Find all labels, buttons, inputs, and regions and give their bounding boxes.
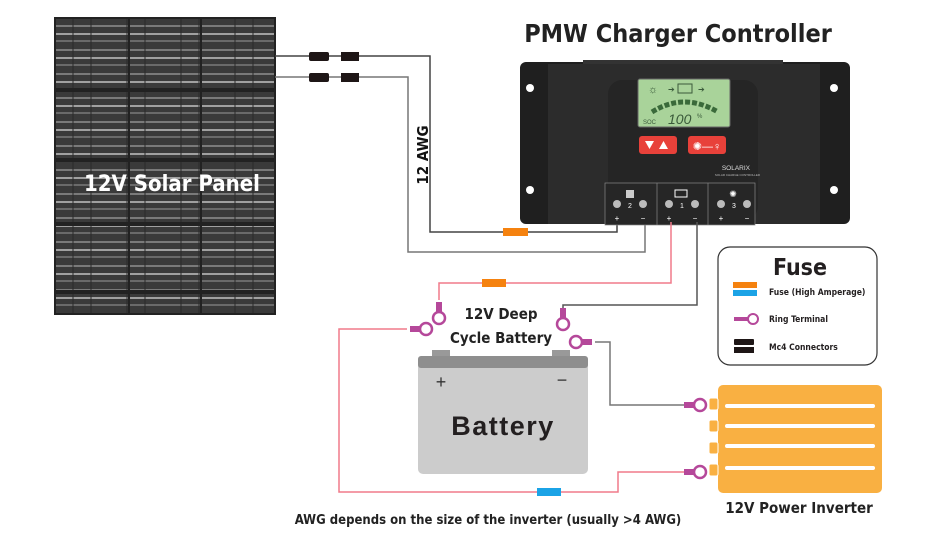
display-value: 100 xyxy=(668,111,692,127)
power-inverter: 12V Power Inverter xyxy=(708,385,882,517)
lcd-display xyxy=(637,78,731,128)
battery-wires xyxy=(338,222,698,493)
ring-terminal-icon xyxy=(431,300,447,326)
footnote: AWG depends on the size of the inverter … xyxy=(295,513,682,528)
svg-text:3: 3 xyxy=(732,203,736,210)
legend-item: Ring Terminal xyxy=(769,315,828,325)
battery-caption: 12V Deep xyxy=(464,305,537,323)
svg-text:+: + xyxy=(719,214,724,223)
ring-terminal-icon xyxy=(408,321,434,337)
legend-item: Fuse (High Amperage) xyxy=(769,288,865,298)
charge-controller: ☼ ➔ ➔ SOC 100 % ✺—♀ SOLARIX SOLAR CHARGE… xyxy=(520,60,850,226)
battery-label: Battery xyxy=(451,411,555,441)
svg-text:➔: ➔ xyxy=(698,85,705,94)
solar-panel-icon xyxy=(626,190,634,198)
legend-item: Mc4 Connectors xyxy=(769,343,838,353)
ring-terminal-icon xyxy=(555,306,571,332)
svg-text:−: − xyxy=(693,214,698,223)
mc4-connector-icon xyxy=(734,339,754,353)
battery: + − Battery xyxy=(418,350,588,474)
mc4-connector-icon xyxy=(341,52,359,61)
legend-title: Fuse xyxy=(773,255,827,281)
battery-icon xyxy=(677,83,693,94)
screw-icon xyxy=(717,200,725,208)
svg-text:−: − xyxy=(641,214,646,223)
battery-plus: + xyxy=(436,372,447,392)
mc4-connectors xyxy=(309,52,359,82)
lamp-icon: ✺ xyxy=(729,189,737,199)
screw-icon xyxy=(743,200,751,208)
terminal-solar: 2 + − xyxy=(613,190,647,223)
brand-label: SOLARIX xyxy=(722,165,751,172)
battery-caption: Cycle Battery xyxy=(450,329,552,347)
wire-gauge-label: 12 AWG xyxy=(414,125,432,184)
fuse-icon xyxy=(503,228,528,236)
terminal-load: ✺ 3 + − xyxy=(717,189,751,223)
ring-terminal-icon xyxy=(682,397,708,413)
fuse-icon xyxy=(537,488,561,496)
inverter-label: 12V Power Inverter xyxy=(725,499,873,517)
up-down-arrows-icon xyxy=(645,141,668,149)
svg-text:+: + xyxy=(667,214,672,223)
ring-terminal-icon xyxy=(734,313,759,325)
panel-wires xyxy=(275,55,646,253)
sun-icon: ☼ xyxy=(648,84,658,96)
mc4-connector-icon xyxy=(309,73,329,82)
mc4-connector-icon xyxy=(309,52,329,61)
svg-text:2: 2 xyxy=(628,203,632,210)
battery-minus: − xyxy=(557,370,568,390)
mode-button[interactable] xyxy=(639,136,677,154)
lamp-icon: ✺—♀ xyxy=(693,141,721,153)
battery-icon xyxy=(674,189,688,198)
svg-text:+: + xyxy=(615,214,620,223)
mc4-connector-icon xyxy=(341,73,359,82)
svg-text:−: − xyxy=(745,214,750,223)
display-unit: % xyxy=(697,114,703,120)
svg-text:➔: ➔ xyxy=(668,85,675,94)
display-prefix: SOC xyxy=(643,120,657,126)
screw-icon xyxy=(639,200,647,208)
fuse-icon xyxy=(733,282,757,288)
screw-icon xyxy=(613,200,621,208)
ring-terminal-icon xyxy=(568,334,594,350)
solar-panel-label: 12V Solar Panel xyxy=(84,172,260,197)
ring-terminal-icon xyxy=(682,464,708,480)
screw-icon xyxy=(691,200,699,208)
solar-panel: 12V Solar Panel xyxy=(54,17,276,315)
page-title: PMW Charger Controller xyxy=(524,19,833,48)
svg-text:1: 1 xyxy=(680,203,684,210)
brand-subtitle: SOLAR CHARGE CONTROLLER xyxy=(715,173,761,177)
load-button[interactable]: ✺—♀ xyxy=(688,136,726,154)
fuse-icon xyxy=(482,279,506,287)
terminal-battery: 1 + − xyxy=(665,189,699,223)
legend: Fuse Fuse (High Amperage) Ring Terminal … xyxy=(717,246,878,366)
screw-icon xyxy=(665,200,673,208)
